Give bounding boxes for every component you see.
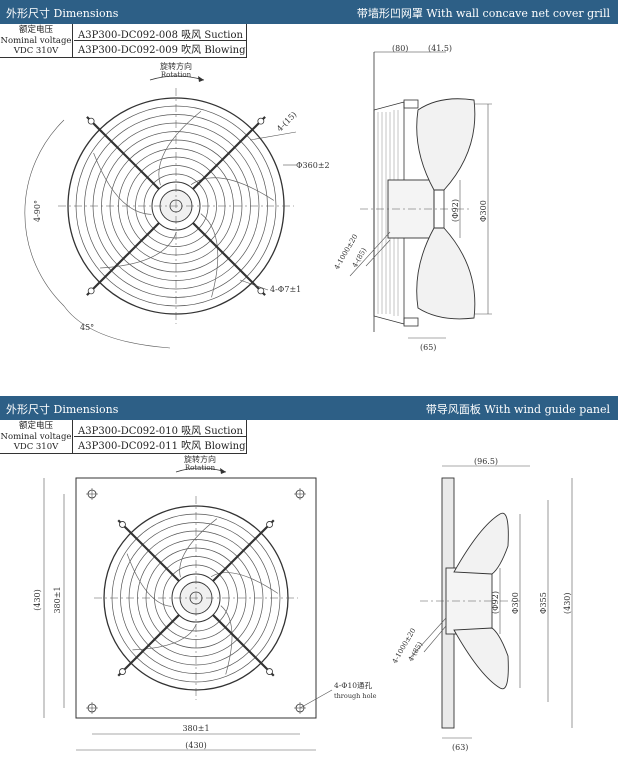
model-row: A3P300-DC092-008 吸风 Suction bbox=[78, 30, 243, 41]
diameter-label: Φ360±2 bbox=[296, 161, 330, 170]
voltage-label-en: Nominal voltage bbox=[0, 431, 72, 442]
model-table: 额定电压 Nominal voltage VDC 310V A3P300-DC0… bbox=[0, 24, 247, 58]
voltage-value: VDC 310V bbox=[13, 442, 59, 452]
holes-bottom-label: 4-Φ7±1 bbox=[270, 285, 301, 294]
support-strut bbox=[117, 611, 183, 677]
drawing-wind-guide: 旋转方向 Rotation (430) 380±1 380±1 (430) 4-… bbox=[33, 454, 573, 752]
bottom-outer-dim: (430) bbox=[185, 741, 207, 750]
bottom-inner-dim: 380±1 bbox=[182, 724, 209, 733]
leader-line bbox=[299, 689, 333, 709]
support-strut bbox=[86, 116, 163, 193]
fan-blade bbox=[179, 518, 218, 578]
support-strut bbox=[189, 116, 266, 193]
voltage-value: VDC 310V bbox=[13, 46, 59, 56]
side-top-dim: (80) bbox=[392, 44, 408, 53]
support-strut bbox=[189, 219, 266, 296]
mount-hole bbox=[86, 702, 98, 714]
angle-bottom-label: 45° bbox=[80, 323, 94, 332]
side-view bbox=[409, 465, 573, 739]
panel-wind-guide: 外形尺寸 Dimensions 带导风面板 With wind guide pa… bbox=[0, 396, 618, 763]
mount-hole bbox=[266, 668, 273, 675]
left-inner-dim: 380±1 bbox=[53, 586, 62, 613]
panel-wall-grill: 外形尺寸 Dimensions 带墙形凹网罩 With wall concave… bbox=[0, 0, 618, 364]
rotation-label-en: Rotation bbox=[161, 71, 192, 79]
holes-top-label: 4-(15) bbox=[275, 110, 298, 133]
panel-inner-dim: Φ355 bbox=[539, 592, 548, 614]
front-view bbox=[94, 496, 298, 700]
fan-blade bbox=[126, 553, 172, 607]
header-left-title: 外形尺寸 Dimensions bbox=[6, 403, 119, 416]
left-outer-dim: (430) bbox=[33, 589, 42, 611]
voltage-cell: 额定电压 Nominal voltage VDC 310V bbox=[0, 420, 73, 453]
fan-blade bbox=[220, 605, 233, 675]
leader-line bbox=[239, 279, 269, 291]
mount-hole bbox=[257, 287, 265, 295]
holes-label-en: through hole bbox=[334, 692, 377, 700]
mount-hole bbox=[87, 287, 95, 295]
front-view bbox=[58, 88, 294, 324]
support-strut bbox=[86, 219, 163, 296]
mount-hole bbox=[86, 488, 98, 500]
angle-arc bbox=[24, 119, 65, 307]
rotation-arrowhead bbox=[198, 76, 204, 82]
table-divider bbox=[74, 436, 246, 437]
voltage-label-cn: 额定电压 bbox=[18, 25, 53, 35]
angle-left-label: 4-90° bbox=[33, 200, 42, 222]
blade-dim: Φ300 bbox=[479, 200, 488, 222]
hub-dim: (Φ92) bbox=[451, 199, 460, 222]
support-strut bbox=[209, 611, 275, 677]
support-strut bbox=[117, 519, 183, 585]
hub-dim: (Φ92) bbox=[491, 591, 500, 614]
side-top-dim: (41.5) bbox=[428, 44, 452, 53]
leader-line bbox=[249, 131, 297, 141]
fan-blade bbox=[190, 177, 275, 201]
fan-blade bbox=[93, 152, 152, 215]
mount-hole bbox=[266, 521, 273, 528]
angle-arc bbox=[63, 305, 171, 349]
panel-header: 外形尺寸 Dimensions 带导风面板 With wind guide pa… bbox=[0, 396, 618, 420]
mount-hole bbox=[119, 668, 126, 675]
guide-panel bbox=[75, 477, 317, 719]
mount-hole bbox=[119, 521, 126, 528]
mount-hole bbox=[294, 488, 306, 500]
panel-header: 外形尺寸 Dimensions 带墙形凹网罩 With wall concave… bbox=[0, 0, 618, 24]
mount-hole bbox=[87, 117, 95, 125]
model-row: A3P300-DC092-010 吸风 Suction bbox=[78, 426, 243, 437]
model-row: A3P300-DC092-009 吹风 Blowing bbox=[78, 45, 246, 56]
fan-blade bbox=[210, 572, 279, 594]
voltage-cell: 额定电压 Nominal voltage VDC 310V bbox=[0, 24, 73, 57]
model-table: 额定电压 Nominal voltage VDC 310V A3P300-DC0… bbox=[0, 420, 247, 454]
panel-outer-dim: (430) bbox=[563, 592, 572, 614]
blade-dim: Φ300 bbox=[511, 592, 520, 614]
rotation-label-cn: 旋转方向 bbox=[184, 454, 216, 464]
header-left-title: 外形尺寸 Dimensions bbox=[6, 7, 119, 20]
voltage-label-en: Nominal voltage bbox=[0, 35, 72, 46]
fan-blade bbox=[100, 231, 177, 269]
rotation-arrowhead bbox=[220, 468, 226, 474]
table-divider bbox=[74, 40, 246, 41]
header-right-title: 带导风面板 With wind guide panel bbox=[425, 403, 610, 416]
side-top-dim: (96.5) bbox=[474, 457, 498, 466]
model-row: A3P300-DC092-011 吹风 Blowing bbox=[78, 441, 246, 452]
header-right-title: 带墙形凹网罩 With wall concave net cover grill bbox=[356, 7, 610, 20]
fan-blade bbox=[132, 623, 197, 651]
fan-blade bbox=[200, 213, 219, 298]
side-bottom-dim: (63) bbox=[452, 743, 468, 752]
drawing-wall-grill: 旋转方向 Rotation 4-(15) Φ360±2 4-Φ7±1 4-90°… bbox=[24, 44, 492, 352]
side-bottom-dim: (65) bbox=[420, 343, 436, 352]
side-view bbox=[349, 51, 492, 339]
fan-blade bbox=[158, 110, 202, 186]
rotation-label-cn: 旋转方向 bbox=[160, 61, 192, 71]
mount-hole bbox=[257, 117, 265, 125]
support-strut bbox=[209, 519, 275, 585]
holes-label: 4-Φ10通孔 bbox=[334, 680, 372, 690]
voltage-label-cn: 额定电压 bbox=[18, 421, 53, 431]
grill-ring bbox=[135, 165, 217, 247]
cable-label: 4-(85) bbox=[351, 246, 369, 269]
